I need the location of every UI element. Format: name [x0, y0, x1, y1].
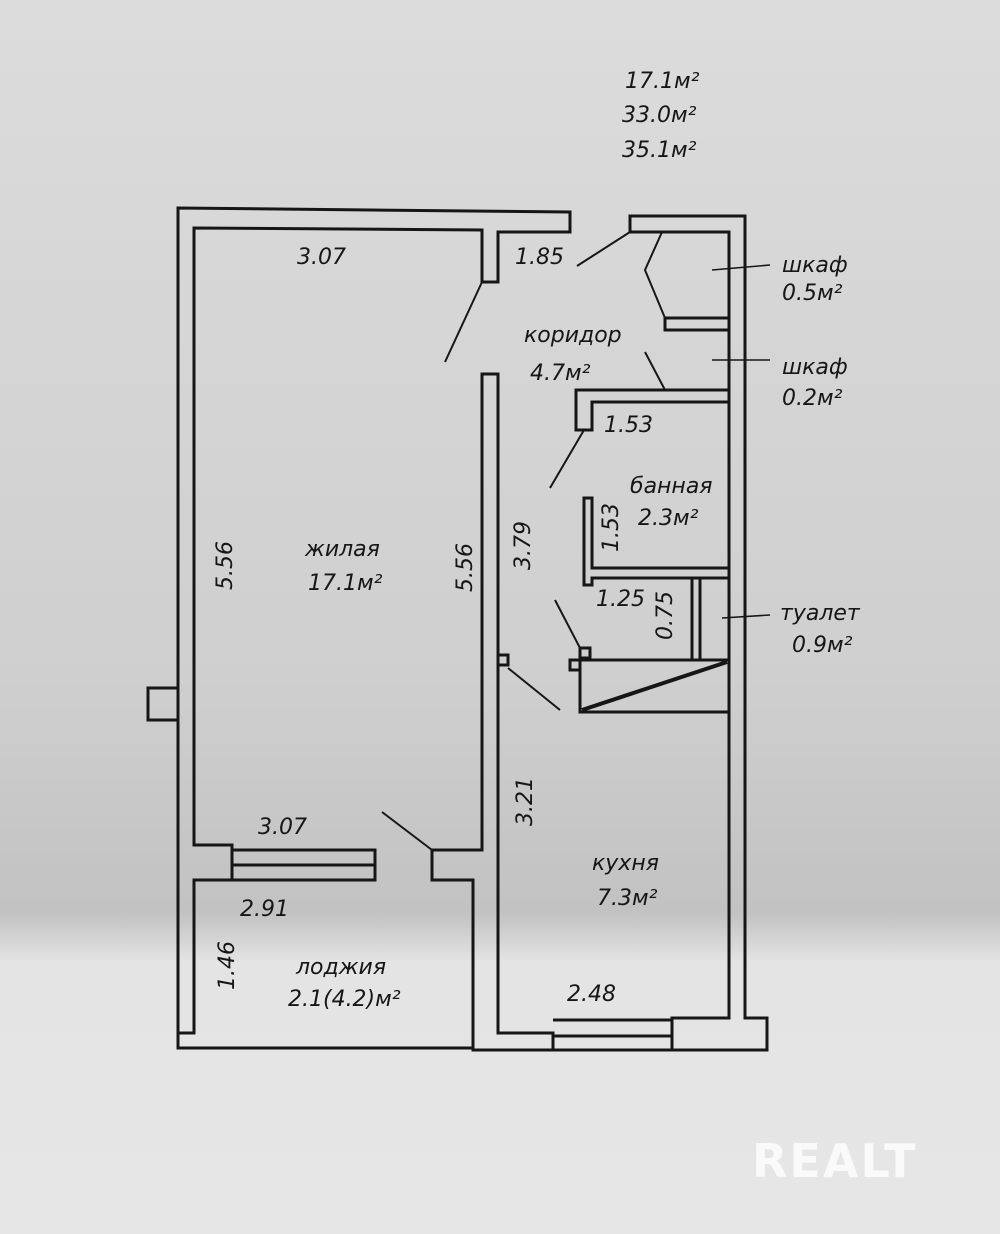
- room-toilet-area: 0.9м²: [792, 633, 853, 658]
- kitchen-window: [553, 1018, 672, 1052]
- dim-toilet-depth: 0.75: [653, 591, 678, 640]
- door-jamb-2: [568, 658, 582, 672]
- door-entrance: [576, 231, 631, 267]
- living-window: [232, 848, 377, 882]
- living-right-wall: [430, 372, 555, 1052]
- dim-bath-side: 1.53: [599, 503, 624, 552]
- room-loggia-area: 2.1(4.2)м²: [288, 987, 401, 1012]
- shaft-diagonal: [581, 660, 728, 712]
- shaft-box: [578, 658, 731, 714]
- door-wardrobe-2: [644, 351, 666, 391]
- outer-left-line: [176, 208, 473, 1050]
- living-outer-wall: [176, 206, 572, 1035]
- dim-living-right: 5.56: [453, 543, 478, 592]
- dim-loggia-depth: 1.46: [215, 941, 240, 990]
- room-kitchen-name: кухня: [592, 851, 659, 876]
- door-living: [444, 281, 483, 363]
- summary-living-area: 17.1м²: [625, 69, 700, 94]
- summary-total-with-loggia: 35.1м²: [622, 138, 697, 163]
- dim-living-left: 5.56: [213, 541, 238, 590]
- room-bathroom-name: банная: [630, 474, 713, 499]
- realt-watermark-logo: REALT: [752, 1134, 918, 1188]
- door-jamb-1: [496, 653, 510, 667]
- toilet-partition: [690, 578, 702, 660]
- room-toilet-name: туалет: [780, 601, 861, 626]
- door-jamb-3: [578, 646, 592, 660]
- room-loggia-name: лоджия: [295, 955, 386, 980]
- room-wardrobe1-area: 0.5м²: [782, 281, 843, 306]
- bathroom-top-wall: [574, 388, 731, 432]
- room-wardrobe2-name: шкаф: [782, 355, 848, 380]
- leader-lines: [711, 264, 771, 619]
- room-kitchen-area: 7.3м²: [597, 886, 658, 911]
- door-swings: [381, 231, 666, 851]
- dim-living-bottom: 3.07: [258, 815, 307, 840]
- dim-living-top: 3.07: [297, 245, 346, 270]
- dim-kitchen-bottom: 2.48: [567, 982, 616, 1007]
- room-corridor-area: 4.7м²: [530, 361, 591, 386]
- room-living-name: жилая: [304, 537, 380, 562]
- room-corridor-name: коридор: [524, 323, 622, 348]
- door-wardrobe-1: [643, 231, 666, 319]
- walls: [146, 206, 769, 1052]
- dim-corridor-side: 3.79: [511, 521, 536, 570]
- room-bathroom-area: 2.3м²: [638, 506, 699, 531]
- wall-bump: [146, 686, 178, 722]
- wardrobe-partition-1: [663, 316, 731, 332]
- room-wardrobe1-name: шкаф: [782, 253, 848, 278]
- door-loggia: [381, 811, 433, 851]
- door-kitchen: [507, 667, 561, 711]
- dim-bath-top: 1.53: [604, 413, 653, 438]
- leader-toilet: [721, 614, 771, 619]
- door-toilet: [554, 599, 581, 649]
- leader-wardrobe-1: [711, 264, 771, 271]
- dim-toilet-width: 1.25: [596, 587, 645, 612]
- summary-total-area: 33.0м²: [622, 103, 697, 128]
- room-wardrobe2-area: 0.2м²: [782, 386, 843, 411]
- dim-kitchen-side: 3.21: [513, 777, 538, 826]
- bathroom-side-wall: [582, 496, 731, 587]
- dim-loggia-width: 2.91: [240, 897, 289, 922]
- dim-corridor-top: 1.85: [515, 245, 564, 270]
- room-living-area: 17.1м²: [308, 571, 383, 596]
- door-bathroom: [549, 429, 585, 489]
